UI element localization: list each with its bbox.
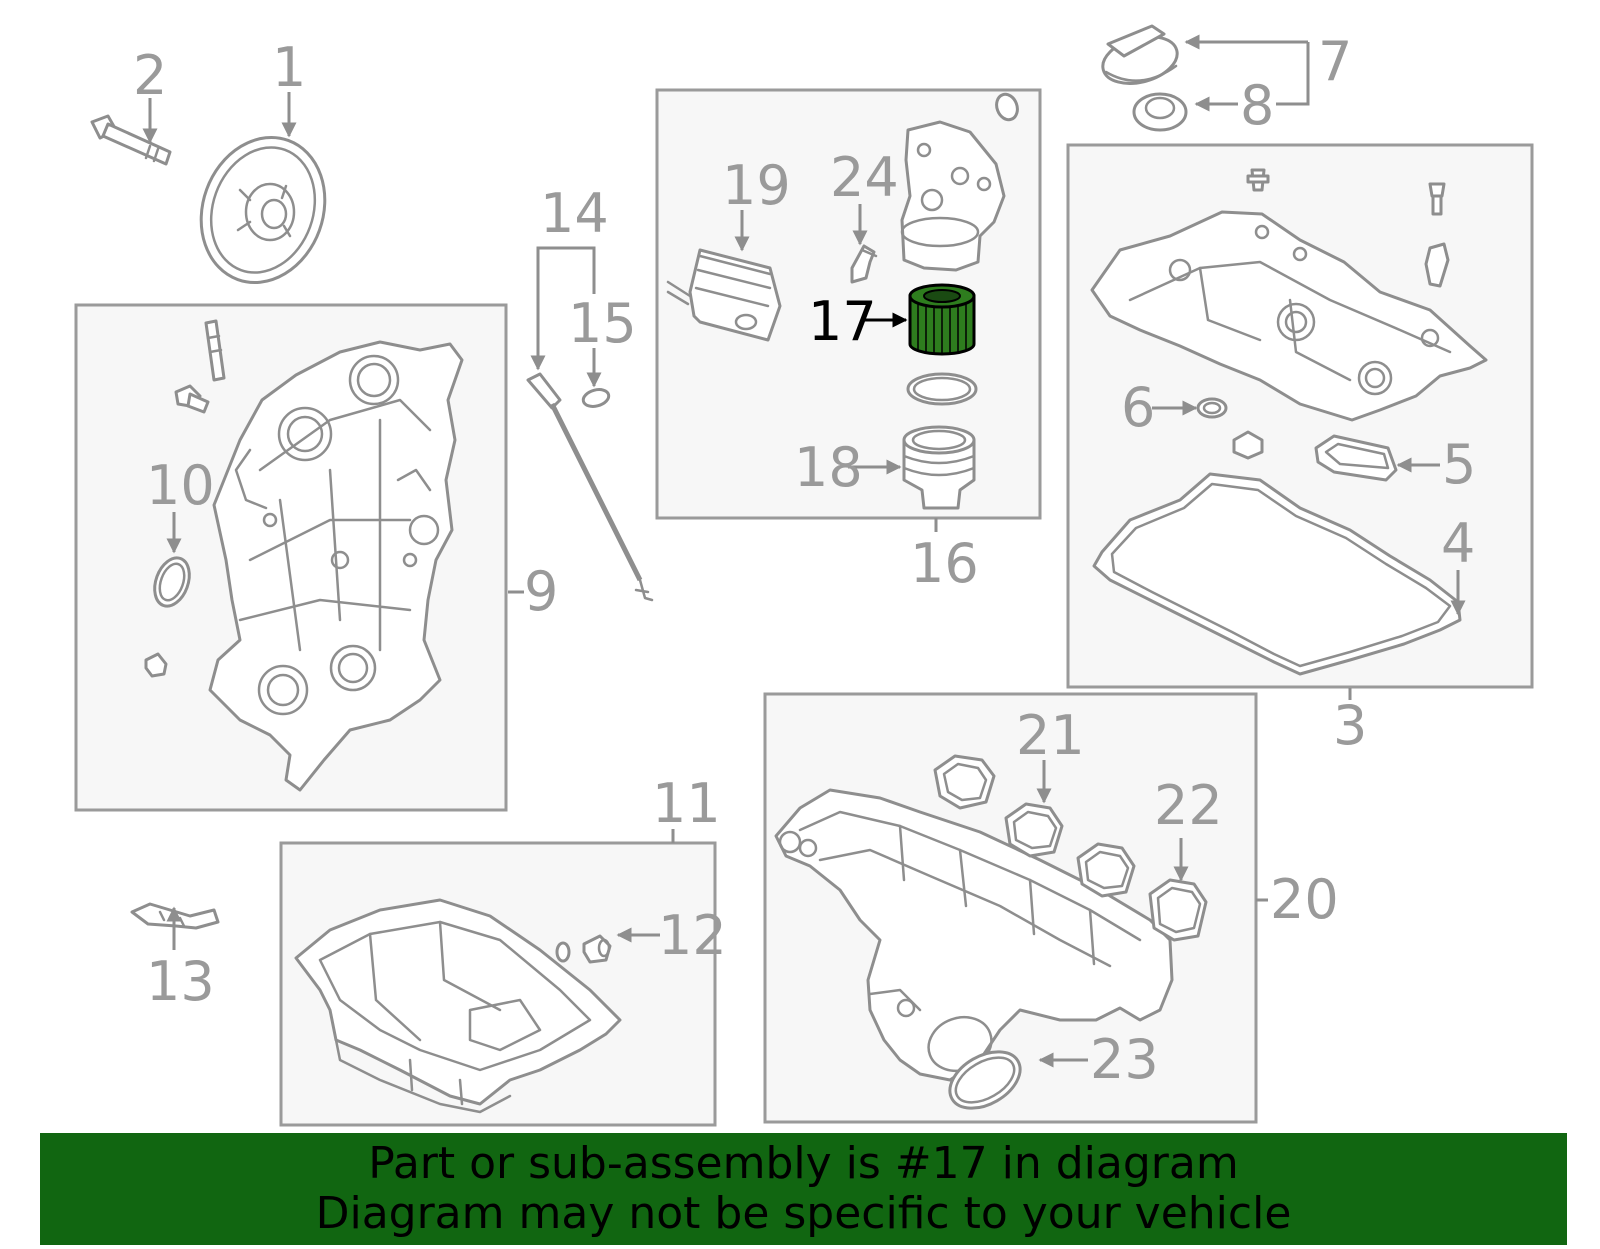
oil-filter-element-part-17 [908,283,976,356]
callout-5: 5 [1442,433,1476,496]
callout-15: 15 [568,292,637,355]
oil-filter-housing-part [900,120,1006,272]
callout-16: 16 [910,532,979,595]
housing-o-ring [995,92,1019,122]
info-banner: Part or sub-assembly is #17 in diagram D… [40,1133,1567,1245]
filler-cap-seal-part-8 [1132,92,1188,132]
callout-7: 7 [1318,30,1352,93]
banner-line-2: Diagram may not be specific to your vehi… [315,1188,1292,1239]
oil-cooler-part-19 [666,248,782,342]
valve-cover-gasket-part-4 [1092,472,1462,676]
callout-19: 19 [722,154,791,217]
callout-21: 21 [1016,704,1085,767]
callout-9: 9 [524,560,558,623]
banner-line-1: Part or sub-assembly is #17 in diagram [368,1138,1239,1189]
callout-12: 12 [658,904,727,967]
timing-cover-hardware [144,319,226,678]
callout-14: 14 [540,182,609,245]
drain-plug-part-12 [555,934,612,964]
crankshaft-pulley-part-1 [199,135,327,285]
callout-11: 11 [652,772,721,835]
oil-pan-part-11 [294,898,622,1114]
valve-cover-gasket-inner [1110,482,1452,668]
callout-18: 18 [794,436,863,499]
oil-filler-cap-part-7 [1101,24,1179,85]
intake-manifold-part-20 [774,788,1174,1082]
callout-2: 2 [133,44,167,107]
bolt-part-2 [90,114,172,166]
callout-8: 8 [1240,74,1274,137]
sensor-part-24 [850,244,878,284]
callout-13: 13 [146,950,215,1013]
callout-23: 23 [1090,1028,1159,1091]
valve-cover-hardware [1196,168,1450,482]
timing-cover-part-9 [208,340,464,792]
callout-1: 1 [272,36,306,99]
callout-3: 3 [1333,694,1367,757]
callout-20: 20 [1270,868,1339,931]
callout-17: 17 [808,290,877,353]
oil-filter-cap-part-18 [902,425,976,510]
dipstick-part-14 [526,372,654,602]
filter-cap-o-ring-inner [912,376,972,402]
manifold-gaskets-part-21 [933,754,1136,898]
callout-6: 6 [1121,376,1155,439]
throttle-gasket-part-23 [948,1050,1022,1110]
callout-4: 4 [1441,512,1475,575]
callout-22: 22 [1154,774,1223,837]
manifold-gasket-part-22 [1148,878,1208,942]
valve-cover-part-3 [1090,210,1488,422]
callout-24: 24 [830,146,899,209]
leader-lines [142,34,1466,1068]
callout-10: 10 [146,454,215,517]
